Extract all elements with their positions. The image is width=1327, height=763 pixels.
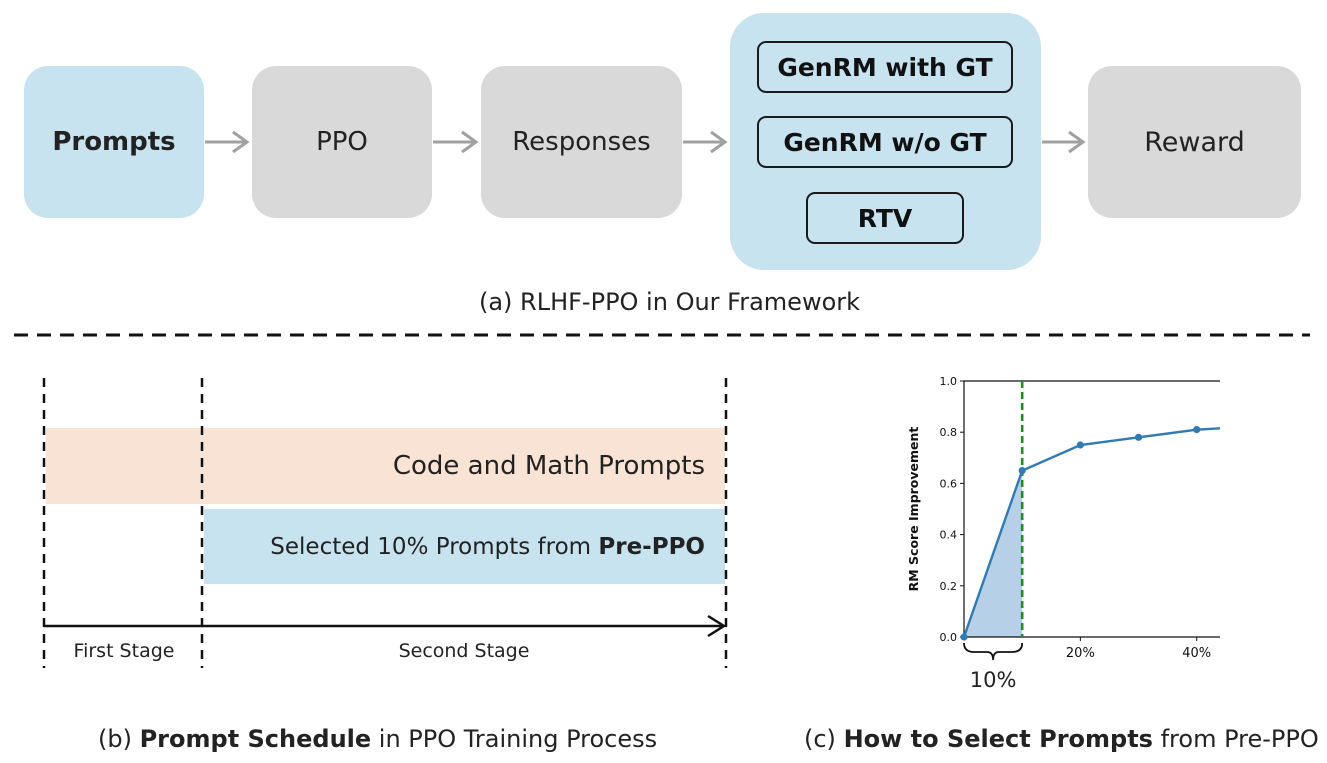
genrm-without-gt-box: GenRM w/o GT xyxy=(757,116,1013,168)
genrm-with-gt-box: GenRM with GT xyxy=(757,41,1013,93)
genrm-without-gt-label: GenRM w/o GT xyxy=(783,127,987,157)
prompts-label: Prompts xyxy=(52,127,176,157)
timeline-arrowhead xyxy=(707,614,727,638)
data-point xyxy=(1193,426,1201,434)
ppo-node: PPO xyxy=(252,66,432,218)
arrowhead-2 xyxy=(461,130,479,154)
prompts-node: Prompts xyxy=(24,66,204,218)
series-line xyxy=(962,427,1221,638)
y-axis-label: RM Score Improvement xyxy=(906,427,921,592)
x-tick-label: 40% xyxy=(1182,646,1211,661)
caption-c-bold: How to Select Prompts xyxy=(843,725,1153,753)
section-divider xyxy=(14,333,1310,337)
caption-a-text: (a) RLHF-PPO in Our Framework xyxy=(478,288,861,316)
data-point xyxy=(1134,433,1143,441)
responses-node: Responses xyxy=(481,66,682,218)
y-tick-label: 0.0 xyxy=(940,631,958,644)
arrowhead-4 xyxy=(1068,130,1086,154)
selected-prompts-label: Selected 10% Prompts from Pre-PPO xyxy=(270,534,705,560)
brace-icon xyxy=(963,642,1024,661)
rtv-box: RTV xyxy=(806,192,964,244)
arrowhead-1 xyxy=(232,130,250,154)
caption-a: (a) RLHF-PPO in Our Framework xyxy=(0,288,1327,316)
data-point xyxy=(960,633,968,641)
arrowhead-3 xyxy=(710,130,728,154)
caption-b-prefix: (b) xyxy=(98,725,140,753)
pre-ppo-bold: Pre-PPO xyxy=(598,533,705,560)
code-math-band: Code and Math Prompts xyxy=(46,428,725,504)
y-tick-label: 0.6 xyxy=(940,477,958,490)
flow-arrows xyxy=(205,130,1086,154)
caption-c-prefix: (c) xyxy=(804,725,844,753)
data-point xyxy=(1076,441,1084,449)
y-tick-label: 0.4 xyxy=(940,529,958,542)
rm-score-chart: RM Score Improvement 0.0 0.2 0.4 0.6 0.8 1.0 2… xyxy=(906,375,1221,692)
y-tick-label: 0.8 xyxy=(940,426,958,439)
reward-label: Reward xyxy=(1144,126,1245,158)
caption-b-suffix: in PPO Training Process xyxy=(371,725,658,753)
schedule-timeline xyxy=(42,378,728,668)
genrm-with-gt-label: GenRM with GT xyxy=(777,52,993,82)
x-tick-label: 20% xyxy=(1066,646,1095,661)
reward-node: Reward xyxy=(1088,66,1301,218)
responses-label: Responses xyxy=(512,127,651,157)
first-stage-label: First Stage xyxy=(73,640,175,662)
caption-c: (c) How to Select Prompts from Pre-PPO xyxy=(804,725,1319,753)
caption-c-suffix: from Pre-PPO xyxy=(1152,725,1319,753)
caption-b-bold: Prompt Schedule xyxy=(139,725,372,753)
second-stage-label: Second Stage xyxy=(398,640,530,662)
selected-prefix: Selected 10% Prompts from xyxy=(270,533,599,560)
code-math-label: Code and Math Prompts xyxy=(392,451,705,481)
y-tick-label: 1.0 xyxy=(940,375,958,388)
brace-label: 10% xyxy=(970,668,1017,692)
ppo-label: PPO xyxy=(316,127,368,157)
selected-prompts-band: Selected 10% Prompts from Pre-PPO xyxy=(204,509,725,584)
data-point xyxy=(1018,467,1026,475)
caption-b: (b) Prompt Schedule in PPO Training Proc… xyxy=(98,725,657,753)
y-tick-label: 0.2 xyxy=(940,580,958,593)
rtv-label: RTV xyxy=(857,203,913,233)
